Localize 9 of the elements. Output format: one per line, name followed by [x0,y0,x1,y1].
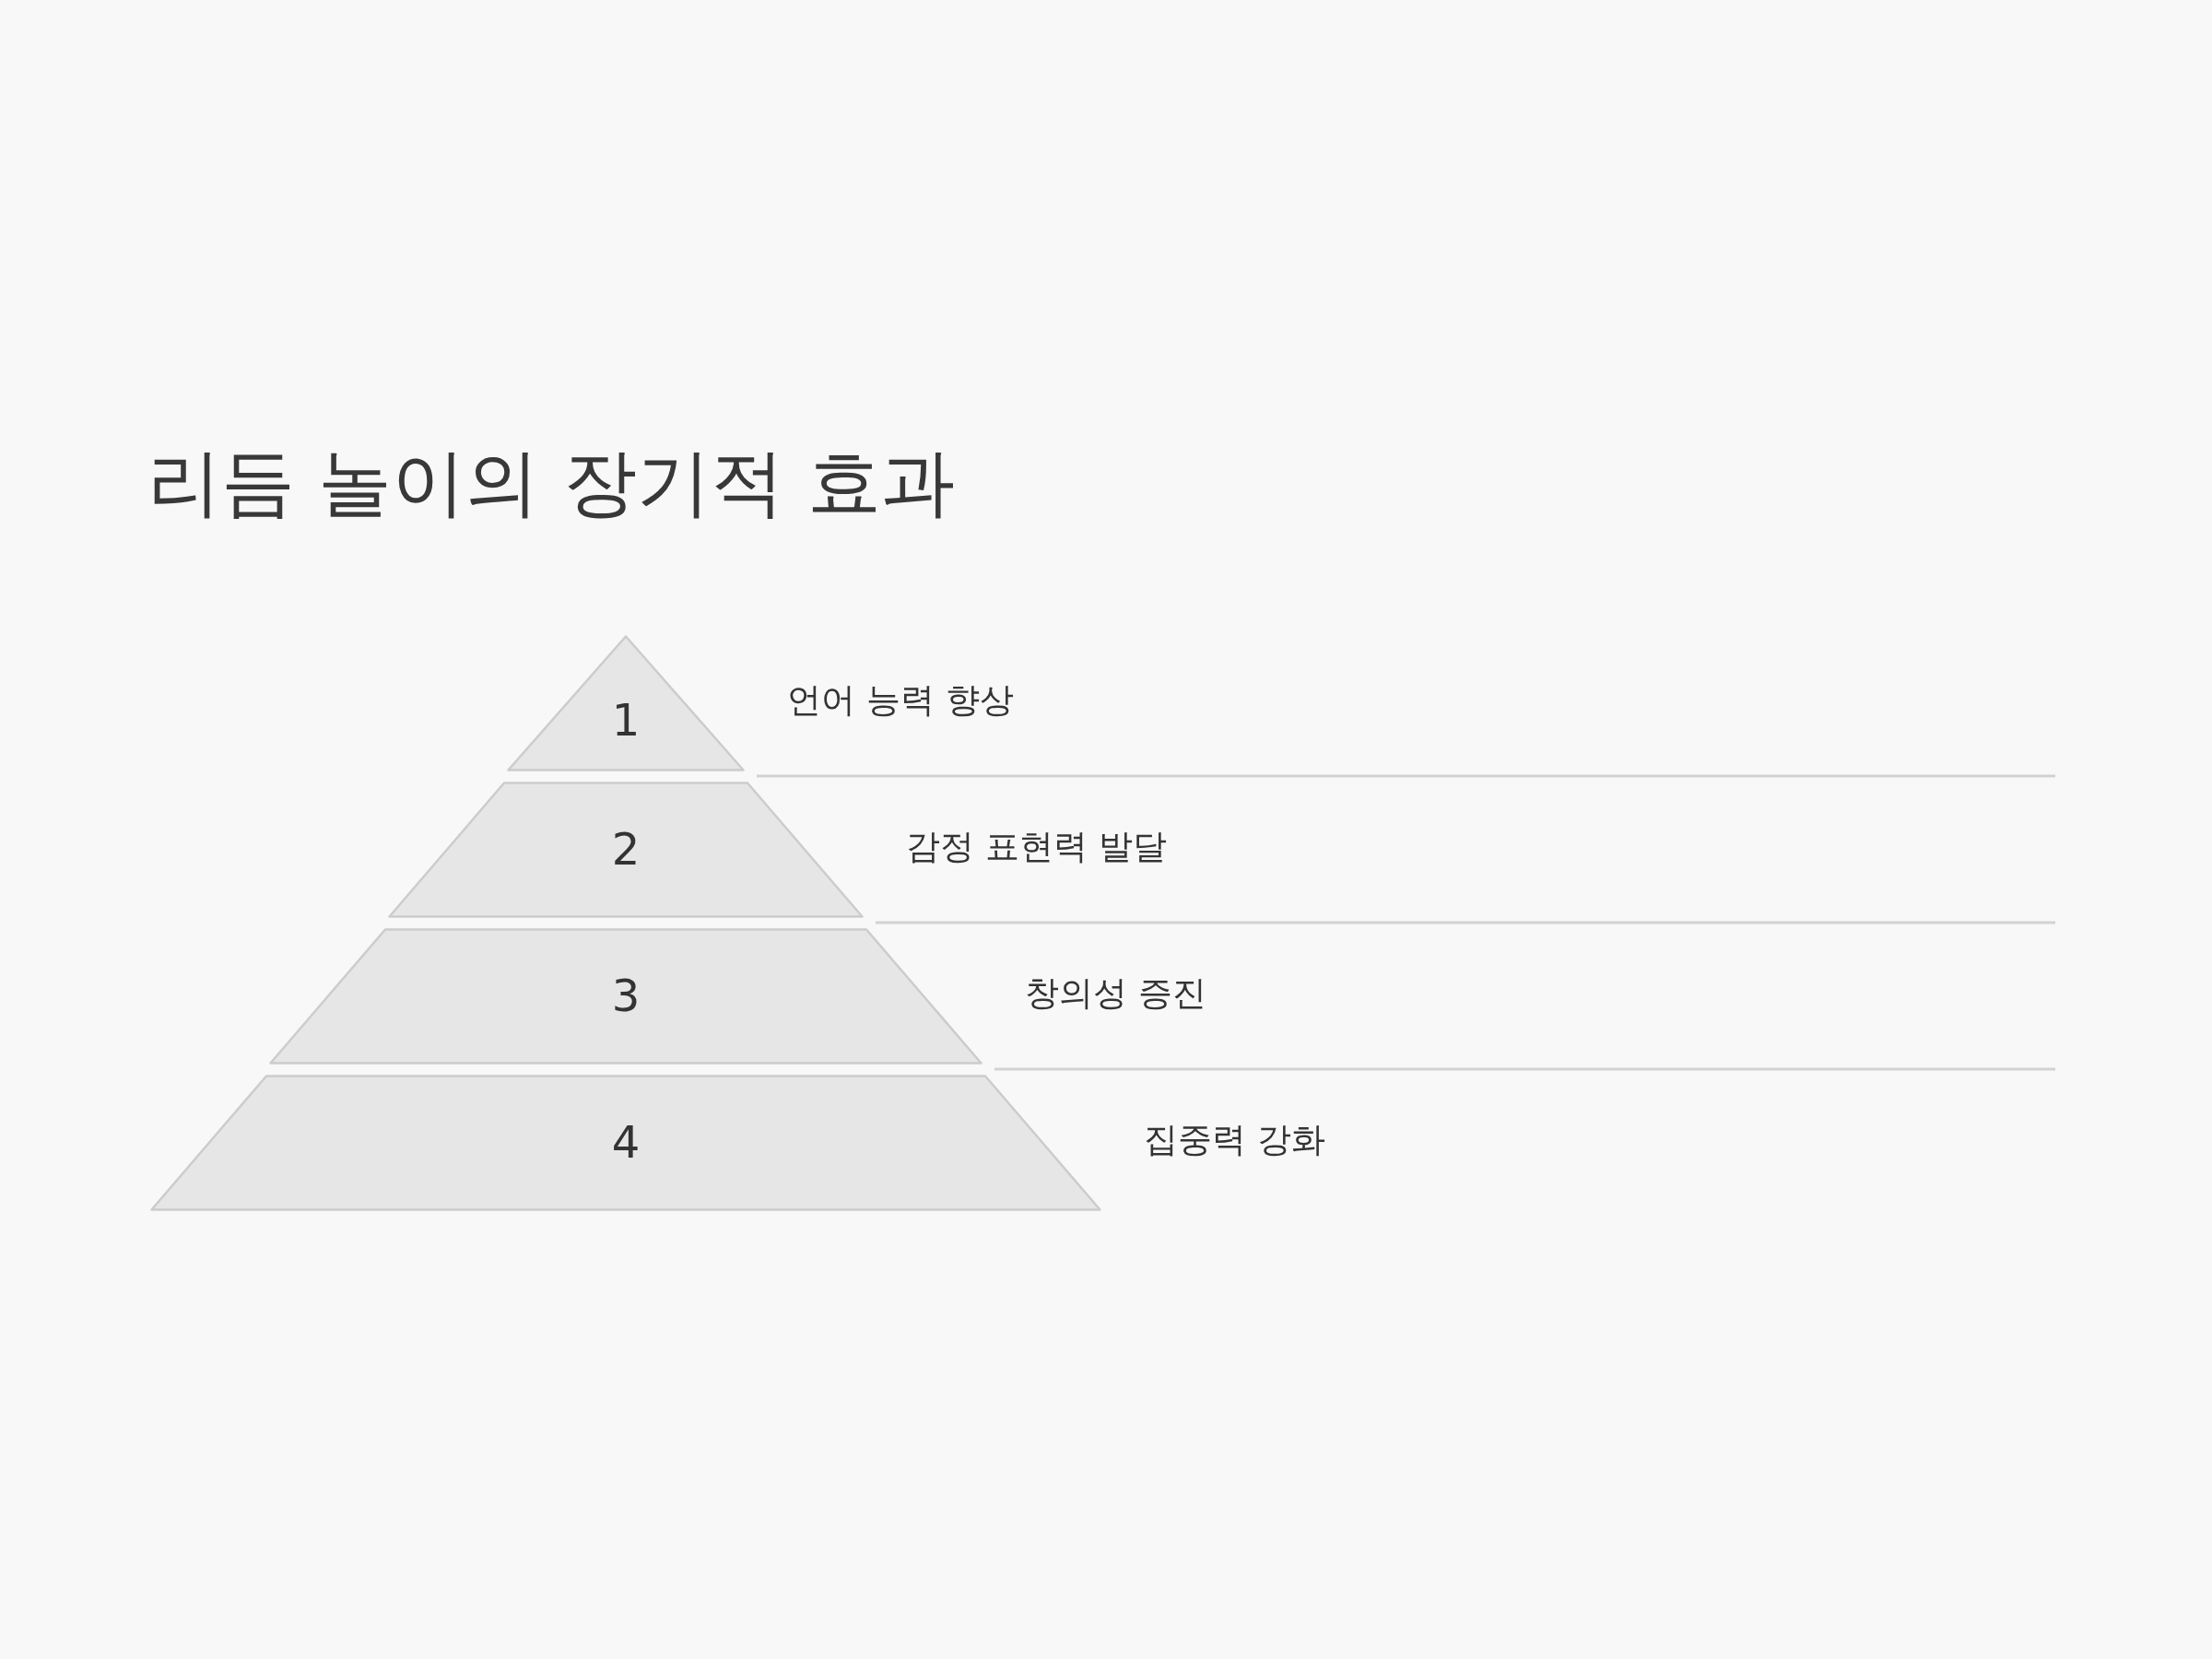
tier-label: 창의성 증진 [1025,972,1206,1015]
tier-number: 2 [611,824,641,876]
tier-label: 감정 표현력 발달 [906,826,1167,868]
tier-label: 언어 능력 향상 [787,679,1014,722]
tier-number: 1 [611,695,641,747]
title: 리듬 놀이의 장기적 효과 [147,441,956,525]
tier-label: 집중력 강화 [1144,1119,1325,1161]
tier-number: 4 [611,1117,641,1169]
tier-number: 3 [611,971,641,1022]
